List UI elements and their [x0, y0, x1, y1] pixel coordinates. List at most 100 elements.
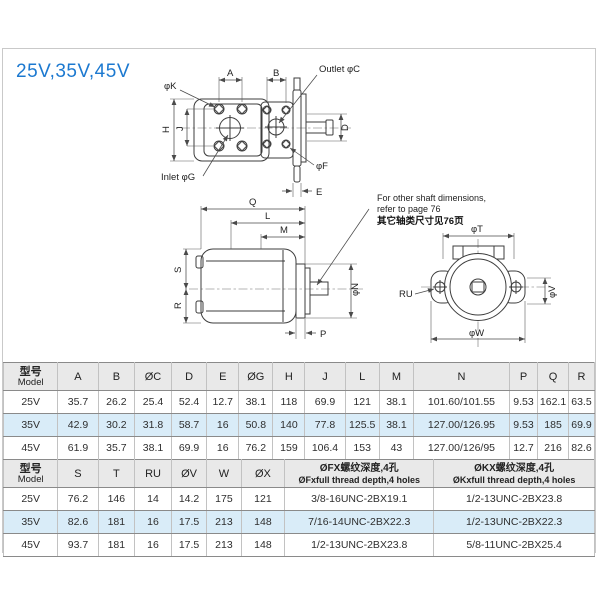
value-cell: 5/8-11UNC-2BX25.4 — [433, 533, 595, 557]
value-cell: 30.2 — [97, 413, 136, 437]
shaft — [305, 121, 327, 134]
right-flange-bolt-holes — [262, 105, 291, 149]
value-cell: 26.2 — [97, 390, 136, 414]
right-flange — [260, 101, 294, 159]
value-cell: 213 — [206, 510, 242, 534]
side-view: Q L M S R φN P For other — [173, 193, 486, 340]
value-cell: 125.5 — [344, 413, 380, 437]
value-cell: 35.7 — [57, 390, 99, 414]
value-cell: 58.7 — [170, 413, 208, 437]
value-cell: 17.5 — [170, 510, 208, 534]
value-cell: 185 — [537, 413, 569, 437]
value-cell: 148 — [240, 510, 286, 534]
model-cell: 25V — [2, 390, 59, 414]
col-header: W — [206, 459, 242, 488]
value-cell: 16 — [206, 413, 240, 437]
col-header: T — [97, 459, 136, 488]
value-cell: 43 — [378, 436, 415, 460]
technical-drawing: A B H J D E φK Outlet φC — [161, 64, 558, 347]
value-cell: 82.6 — [57, 510, 99, 534]
value-cell: 121 — [240, 487, 286, 511]
value-cell: 175 — [206, 487, 242, 511]
value-cell: 1/2-13UNC-2BX23.8 — [433, 487, 595, 511]
model-cell: 45V — [2, 533, 59, 557]
dim-label-l: L — [265, 211, 270, 222]
col-header: D — [170, 362, 208, 391]
pump-body — [200, 248, 297, 324]
col-header: P — [508, 362, 539, 391]
col-header: L — [344, 362, 380, 391]
top-view: A B H J D E φK Outlet φC — [161, 64, 360, 198]
value-cell: 181 — [97, 533, 136, 557]
value-cell: 12.7 — [508, 436, 539, 460]
value-cell: 127.00/126/95 — [413, 436, 510, 460]
value-cell: 140 — [272, 413, 306, 437]
value-cell: 181 — [97, 510, 136, 534]
dim-label-s: S — [173, 267, 184, 273]
dim-label-p: P — [320, 329, 326, 340]
callout-phi-f: φF — [316, 161, 328, 172]
col-header: ØG — [238, 362, 274, 391]
dim-label-d: D — [340, 124, 351, 131]
dim-label-m: M — [280, 225, 288, 236]
value-cell: 82.6 — [567, 436, 596, 460]
value-cell: 69.9 — [567, 413, 596, 437]
value-cell: 77.8 — [304, 413, 346, 437]
flange-plate — [295, 263, 306, 319]
shaft-hole — [469, 278, 487, 296]
model-cell: 25V — [2, 487, 59, 511]
value-cell: 16 — [134, 510, 172, 534]
value-cell: 38.1 — [378, 390, 415, 414]
col-header: J — [304, 362, 346, 391]
shaft-side — [309, 281, 329, 296]
value-cell: 7/16-14UNC-2BX22.3 — [284, 510, 435, 534]
table-2-header: 型号 Model S T RU ØV W ØX ØFX螺纹深度,4孔 ØFxfu… — [2, 459, 595, 488]
content-panel: 25V,35V,45V — [2, 48, 596, 557]
value-cell: 31.8 — [134, 413, 172, 437]
value-cell: 52.4 — [170, 390, 208, 414]
value-cell: 101.60/101.55 — [413, 390, 510, 414]
body-outer-circle — [444, 253, 512, 321]
col-header: B — [97, 362, 136, 391]
value-cell: 1/2-13UNC-2BX22.3 — [433, 510, 595, 534]
model-header: 型号 Model — [2, 362, 59, 391]
value-cell: 50.8 — [238, 413, 274, 437]
value-cell: 216 — [537, 436, 569, 460]
dimensions-table-2: 型号 Model S T RU ØV W ØX ØFX螺纹深度,4孔 ØFxfu… — [2, 459, 595, 557]
callout-outlet-c: Outlet φC — [319, 64, 360, 75]
table-1-header: 型号 Model A B ØC D E ØG H J L M N P Q R — [2, 362, 596, 391]
value-cell: 16 — [206, 436, 240, 460]
col-header: N — [413, 362, 510, 391]
value-cell: 93.7 — [57, 533, 99, 557]
value-cell: 121 — [344, 390, 380, 414]
value-cell: 153 — [344, 436, 380, 460]
value-cell: 14 — [134, 487, 172, 511]
shaft-key — [471, 281, 485, 293]
dim-label-j: J — [175, 126, 186, 131]
value-cell: 213 — [206, 533, 242, 557]
value-cell: 76.2 — [57, 487, 99, 511]
value-cell: 17.5 — [170, 533, 208, 557]
kx-thread-header: ØKX螺纹深度,4孔 ØKxfull thread depth,4 holes — [433, 459, 595, 488]
value-cell: 1/2-13UNC-2BX23.8 — [284, 533, 435, 557]
value-cell: 9.53 — [508, 413, 539, 437]
value-cell: 25.4 — [134, 390, 172, 414]
col-header: E — [206, 362, 240, 391]
value-cell: 148 — [240, 533, 286, 557]
col-header: ØC — [134, 362, 172, 391]
value-cell: 42.9 — [57, 413, 99, 437]
col-header: RU — [134, 459, 172, 488]
left-flange-bolt-holes — [213, 103, 248, 152]
col-header: A — [57, 362, 99, 391]
model-cell: 35V — [2, 413, 59, 437]
dim-label-q: Q — [249, 197, 256, 208]
value-cell: 63.5 — [567, 390, 596, 414]
model-cell: 45V — [2, 436, 59, 460]
note-line-3: 其它轴类尺寸见76页 — [377, 215, 464, 227]
col-header: H — [272, 362, 306, 391]
dim-label-h: H — [161, 126, 172, 133]
